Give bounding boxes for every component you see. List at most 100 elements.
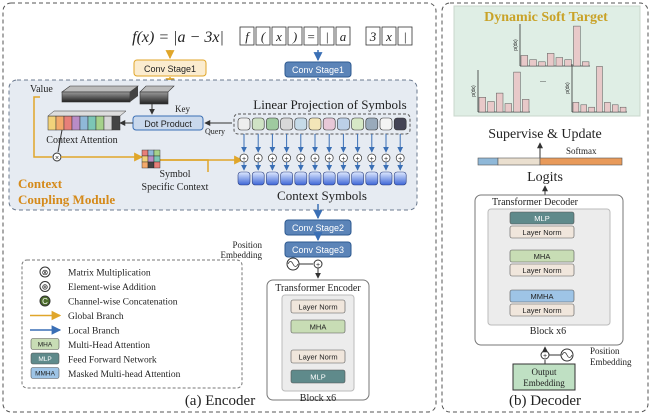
softmax-label: Softmax bbox=[566, 146, 597, 156]
legend-symbol: MLP bbox=[38, 356, 51, 363]
legend-symbol: MMHA bbox=[35, 371, 56, 378]
cube-cell bbox=[141, 161, 149, 169]
dec-add-symbol: + bbox=[543, 353, 547, 360]
symbol-context-label-1: Symbol bbox=[159, 169, 190, 180]
symbol-context-cube bbox=[141, 149, 161, 169]
encoder-panel bbox=[2, 2, 437, 413]
dot-product-label: Dot Product bbox=[144, 119, 192, 129]
input-token-label: = bbox=[307, 29, 316, 44]
legend: ⊗Matrix Multiplication⊕Element-wise Addi… bbox=[30, 266, 181, 380]
input-token-label: | bbox=[325, 29, 329, 44]
projection-token bbox=[237, 117, 251, 131]
add-symbol: + bbox=[327, 156, 331, 163]
encoder-block bbox=[290, 349, 346, 364]
add-symbol: + bbox=[285, 156, 289, 163]
context-symbol-token bbox=[322, 171, 336, 186]
projection-token bbox=[322, 117, 336, 131]
input-token bbox=[319, 26, 335, 46]
legend-label: Multi-Head Attention bbox=[68, 341, 150, 351]
projection-token bbox=[294, 117, 308, 131]
dist-bar bbox=[547, 53, 555, 67]
logits-bar-1 bbox=[477, 157, 499, 166]
linear-projection-box bbox=[233, 113, 411, 135]
symbol-context-label-2: Specific Context bbox=[142, 182, 209, 193]
decoder-repeat: Block x6 bbox=[530, 326, 566, 337]
dist-ylabel: p(dx) bbox=[565, 82, 571, 94]
logits-label: Logits bbox=[527, 170, 563, 185]
cube-cell bbox=[147, 161, 155, 169]
context-symbol-token bbox=[251, 171, 265, 186]
input-token bbox=[335, 26, 351, 46]
legend-swatch bbox=[30, 352, 60, 365]
attention-cell bbox=[47, 115, 57, 131]
input-token-label: 3 bbox=[369, 29, 377, 44]
cube-cell bbox=[153, 149, 161, 157]
encoder-caption: (a) Encoder bbox=[185, 393, 255, 409]
legend-label: Masked Multi-head Attention bbox=[68, 370, 181, 380]
value-to-matmul-path bbox=[33, 96, 52, 158]
output-embedding-1: Output bbox=[531, 367, 557, 377]
attention-cell bbox=[63, 115, 73, 131]
distribution: p(dx) bbox=[565, 64, 627, 113]
projection-token bbox=[379, 117, 393, 131]
encoder-block bbox=[290, 369, 346, 384]
add-symbol: + bbox=[356, 156, 360, 163]
conv-stage3 bbox=[284, 241, 352, 258]
dist-bar bbox=[582, 61, 590, 67]
soft-target-distributions: p(dx)p(dx)p(dx) bbox=[471, 24, 627, 113]
input-token-label: | bbox=[403, 29, 407, 44]
projection-token bbox=[280, 117, 293, 131]
conv-stage2-label: Conv Stage2 bbox=[292, 223, 344, 233]
input-token bbox=[397, 26, 413, 46]
distribution: p(dx) bbox=[471, 70, 530, 113]
addition-nodes: ++++++++++++ bbox=[239, 134, 405, 171]
dist-bar bbox=[588, 106, 595, 113]
legend-label: Channel-wise Concatenation bbox=[68, 298, 178, 308]
conv-stage1-left bbox=[133, 59, 207, 77]
legend-item: MMHA Masked Multi-head Attention bbox=[30, 367, 181, 380]
encoder-block-label: Layer Norm bbox=[298, 353, 337, 362]
decoder-block-label: Layer Norm bbox=[522, 266, 561, 275]
enc-position-embedding-2: Embedding bbox=[221, 250, 263, 260]
cube-cell bbox=[147, 149, 155, 157]
key-label: Key bbox=[175, 104, 190, 114]
add-symbol: + bbox=[242, 156, 246, 163]
cube-cell bbox=[153, 161, 161, 169]
decoder-block bbox=[509, 263, 575, 277]
att-to-matmul-line bbox=[57, 129, 63, 153]
supervise-update-label: Supervise & Update bbox=[488, 127, 602, 142]
enc-add-symbol: + bbox=[316, 262, 320, 269]
cube-cell bbox=[141, 149, 149, 157]
dist-bar bbox=[564, 59, 572, 67]
dist-bar bbox=[504, 103, 512, 113]
input-token bbox=[287, 26, 303, 46]
decoder-block-label: MHA bbox=[534, 252, 551, 261]
dist-bar bbox=[529, 59, 537, 67]
encoder-block-label: MLP bbox=[310, 373, 325, 382]
legend-symbol: ⊗ bbox=[42, 268, 49, 277]
legend-label: Global Branch bbox=[68, 312, 124, 322]
decoder-block bbox=[509, 289, 575, 303]
legend-swatch bbox=[30, 367, 60, 379]
decoder-block-label: MMHA bbox=[531, 292, 554, 301]
legend-symbol-circle bbox=[39, 281, 51, 292]
input-token bbox=[255, 26, 271, 46]
decoder-block bbox=[509, 303, 575, 317]
attention-cell bbox=[111, 115, 121, 131]
legend-symbol-circle bbox=[39, 295, 51, 307]
legend-label: Feed Forward Network bbox=[68, 356, 157, 366]
context-symbol-token bbox=[351, 171, 364, 186]
context-attention-tensor bbox=[47, 110, 127, 131]
output-embedding-2: Embedding bbox=[523, 378, 565, 388]
dist-bar bbox=[487, 101, 495, 113]
value-tensor bbox=[61, 91, 131, 103]
add-symbol: + bbox=[341, 156, 345, 163]
enc-position-embedding-1: Position bbox=[232, 240, 262, 250]
decoder-panel bbox=[441, 2, 649, 413]
attention-cell bbox=[79, 115, 89, 131]
attention-cell bbox=[95, 115, 105, 131]
